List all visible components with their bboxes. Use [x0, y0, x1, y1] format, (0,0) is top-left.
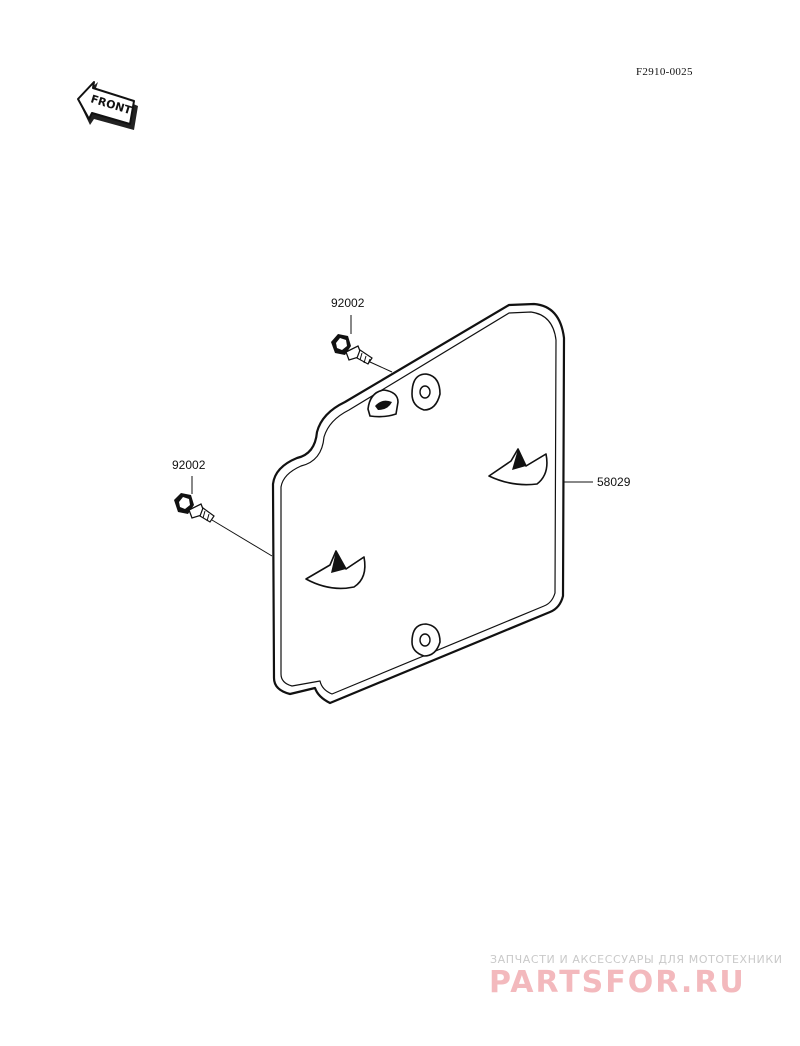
grommet-upper [411, 373, 441, 411]
mounting-tab [367, 389, 399, 418]
plate-58029 [271, 302, 566, 705]
bolt-upper-icon [331, 315, 393, 373]
hook-tab-left [305, 550, 366, 590]
part-label-plate: 58029 [597, 475, 631, 489]
part-label-bolt-upper: 92002 [331, 296, 365, 310]
watermark-tagline: ЗАПЧАСТИ И АКСЕССУАРЫ ДЛЯ МОТОТЕХНИКИ [490, 953, 783, 966]
grommet-lower [411, 623, 441, 657]
part-label-bolt-lower: 92002 [172, 458, 206, 472]
bolt-lower-icon [174, 476, 273, 557]
hook-tab-right [488, 448, 548, 486]
diagram-code: F2910-0025 [636, 66, 693, 78]
watermark-brand: PARTSFOR.RU [489, 965, 746, 1000]
front-arrow-icon: FRONT [77, 81, 138, 130]
